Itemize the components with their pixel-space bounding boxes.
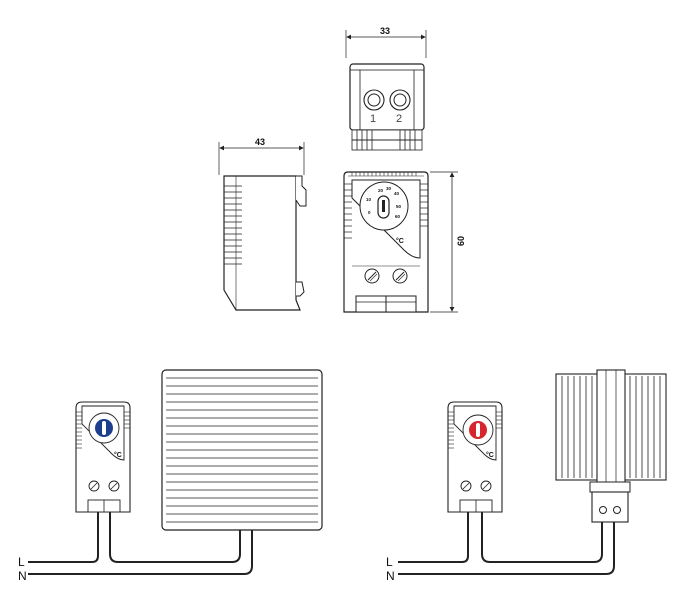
terminal-label-2: 2 (396, 113, 402, 125)
terminal-ring-icon (363, 89, 411, 111)
dimension-front-height: 60 (456, 236, 466, 246)
dial-knob-icon[interactable] (377, 195, 390, 219)
line-label-left: L (18, 555, 25, 569)
terminal-label-1: 1 (370, 113, 376, 125)
dial-scale-60: 60 (395, 214, 401, 219)
wiring-right: °C (386, 369, 667, 583)
neutral-label-left: N (18, 569, 27, 583)
dimension-side-depth: 43 (255, 137, 265, 147)
dial-scale-30: 30 (386, 186, 392, 191)
heatsink-fins-icon (161, 369, 323, 531)
dimension-top-width: 33 (380, 26, 390, 36)
wire-lines-left (28, 512, 253, 575)
dial-scale-40: 40 (394, 191, 400, 196)
top-view: 33 1 2 (345, 26, 427, 151)
unit-label-right: °C (486, 451, 494, 459)
screw-terminal-icon (364, 268, 408, 284)
front-view: 20 30 40 10 50 0 60 °C 60 (343, 171, 466, 313)
wire-lines-right (398, 512, 615, 575)
wiring-left: °C (18, 369, 323, 583)
unit-label: °C (396, 237, 404, 245)
unit-label-left: °C (114, 451, 122, 459)
neutral-label-right: N (386, 569, 395, 583)
dial-scale-10: 10 (366, 197, 372, 202)
dial-scale-0: 0 (368, 210, 371, 215)
dial-scale-50: 50 (396, 204, 402, 209)
heatsink-fins-icon (555, 369, 667, 523)
line-label-right: L (386, 555, 393, 569)
side-view: 43 (218, 137, 307, 311)
dial-scale-20: 20 (378, 188, 384, 193)
